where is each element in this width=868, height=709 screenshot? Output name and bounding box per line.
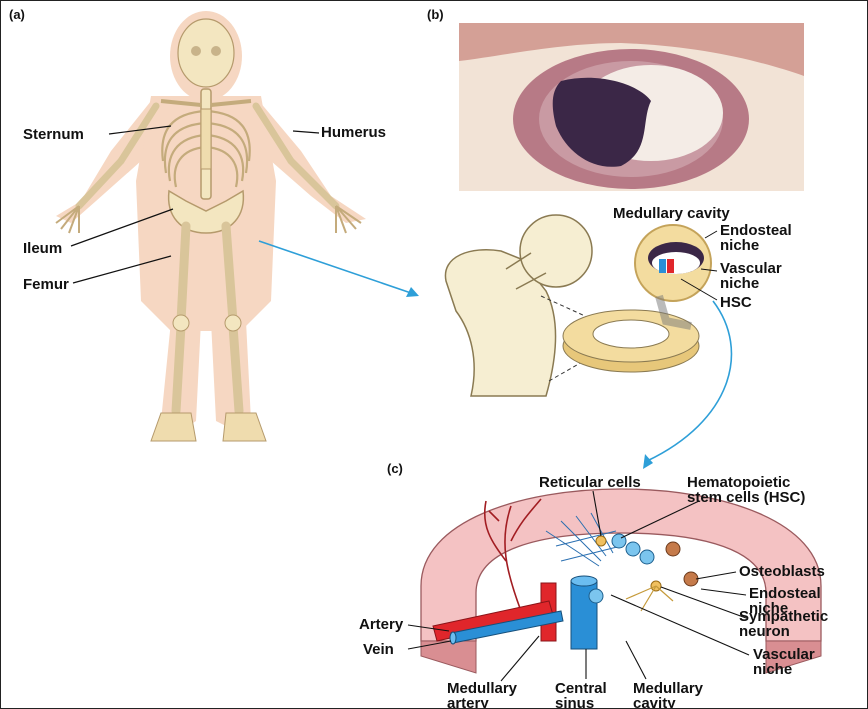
label-hematopoietic-stem-cells: Hematopoietic stem cells (HSC) <box>687 475 805 505</box>
label-reticular-cells: Reticular cells <box>539 475 641 490</box>
label-vein: Vein <box>363 642 394 657</box>
panel-label-a: (a) <box>9 7 25 22</box>
label-hsc: HSC <box>720 295 752 310</box>
label-medullary-cavity-top: Medullary cavity <box>613 206 730 221</box>
label-artery: Artery <box>359 617 403 632</box>
zoom-arrow-femur <box>259 241 419 297</box>
label-vascular-niche-top: Vascular niche <box>720 261 782 291</box>
label-central-sinus: Central sinus <box>555 681 607 709</box>
label-sympathetic-neuron: Sympathetic neuron <box>739 609 868 639</box>
label-endosteal-niche-top: Endosteal niche <box>720 223 792 253</box>
label-vascular-niche: Vascular niche <box>753 647 815 677</box>
label-humerus: Humerus <box>321 125 386 140</box>
label-ileum: Ileum <box>23 241 62 256</box>
label-osteoblasts: Osteoblasts <box>739 564 825 579</box>
human-skeleton-figure <box>56 11 366 441</box>
label-sternum: Sternum <box>23 127 84 142</box>
label-femur: Femur <box>23 277 69 292</box>
label-medullary-artery: Medullary artery <box>447 681 517 709</box>
label-medullary-cavity: Medullary cavity <box>633 681 703 709</box>
histology-micrograph <box>459 23 804 191</box>
panel-label-c: (c) <box>387 461 403 476</box>
panel-label-b: (b) <box>427 7 444 22</box>
